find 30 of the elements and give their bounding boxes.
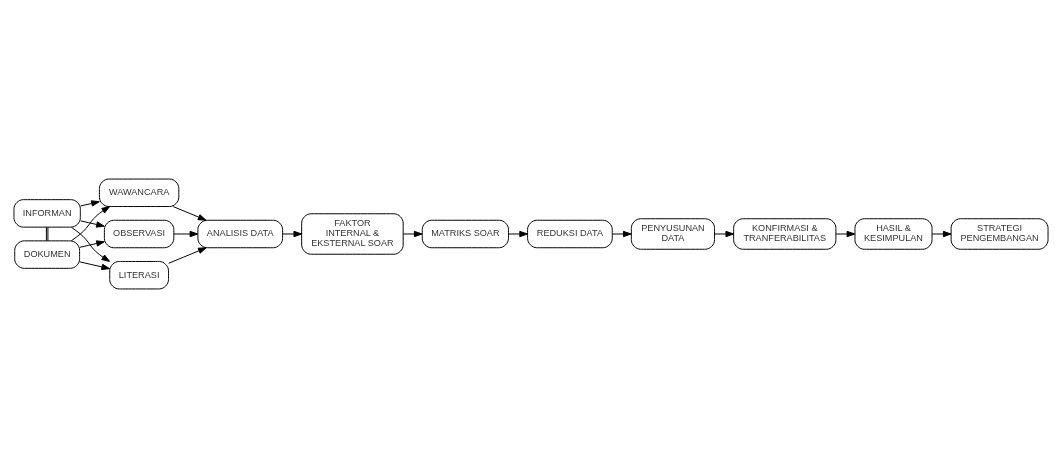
arrow — [80, 199, 100, 206]
node-box: DOKUMEN — [14, 239, 81, 269]
node-box: STRATEGI PENGEMBANGAN — [950, 217, 1049, 250]
node-box: REDUKSI DATA — [527, 219, 613, 248]
connector — [45, 226, 49, 241]
node-box: LITERASI — [109, 260, 169, 289]
arrow — [714, 230, 735, 237]
node-box: FAKTOR INTERNAL & EKSTERNAL SOAR — [301, 212, 404, 255]
node-box: KONFIRMASI & TRANFERABILITAS — [733, 217, 837, 250]
arrow — [70, 226, 111, 262]
arrow — [79, 260, 110, 270]
arrow — [70, 205, 111, 241]
arrow — [612, 230, 632, 237]
node-box: ANALISIS DATA — [197, 219, 284, 248]
arrow — [931, 230, 952, 237]
node-box: INFORMAN — [13, 198, 81, 228]
node-box: OBSERVASI — [103, 219, 175, 248]
node-box: PENYUSUNAN DATA — [630, 217, 716, 250]
arrow — [79, 239, 105, 248]
arrow — [80, 219, 105, 228]
node-box: WAWANCARA — [98, 178, 180, 207]
arrow — [402, 230, 423, 237]
arrow — [282, 230, 303, 237]
arrow — [835, 230, 856, 237]
arrow — [173, 230, 199, 237]
arrow — [168, 246, 207, 264]
arrow — [172, 205, 207, 221]
node-box: MATRIKS SOAR — [421, 219, 509, 248]
node-box: HASIL & KESIMPULAN — [854, 217, 933, 250]
arrow — [508, 230, 528, 237]
